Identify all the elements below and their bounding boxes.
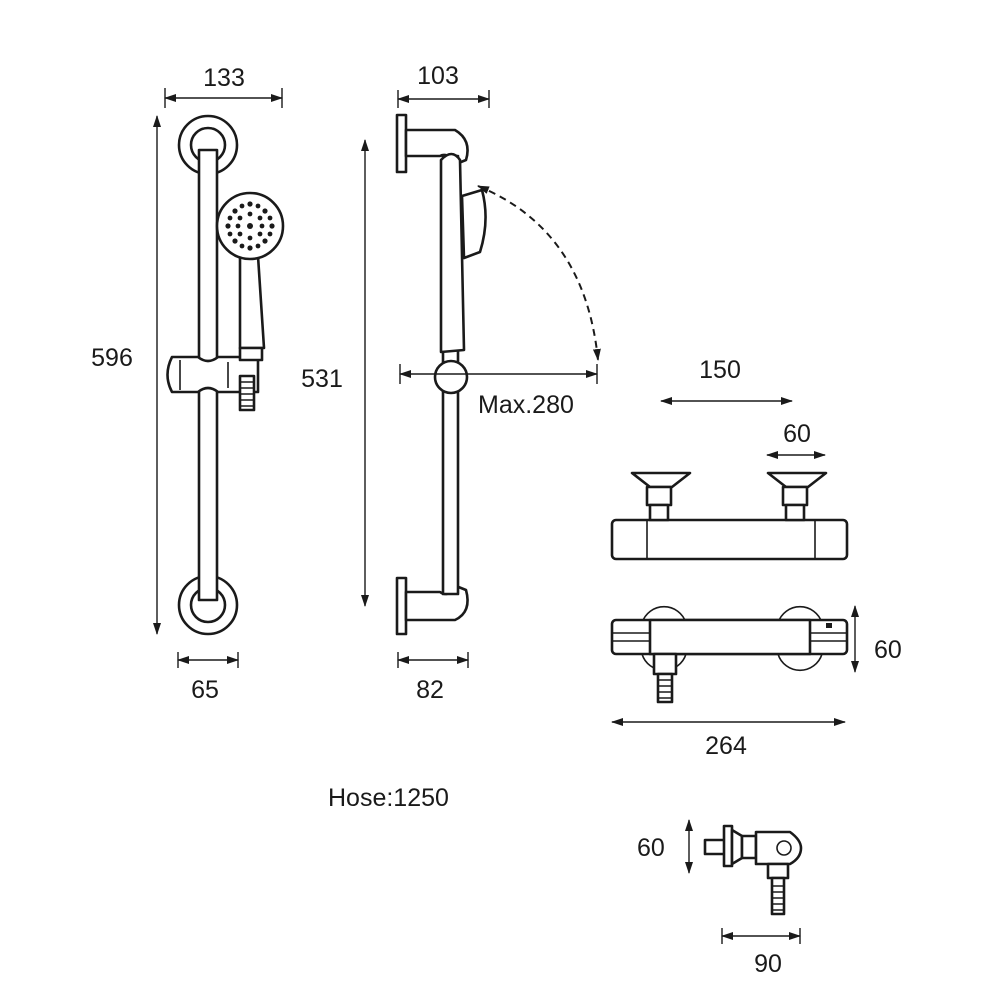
side-base-depth-label: 82 [416,676,444,704]
dim-bracket-width: 65 [177,652,239,704]
side-shower-head [460,188,487,260]
right-wall-disc [777,605,823,624]
handset-handle [238,254,266,350]
swivel-arc [477,185,601,361]
valve-top-view [610,471,849,561]
rail-height-label: 596 [91,344,133,372]
hose-length-label: Hose:1250 [328,784,449,812]
dim-rail-width: 133 [164,64,283,108]
hose-connector [238,374,256,412]
dim-end-view-height: 60 [637,819,693,874]
valve-body-top [610,518,849,561]
side-slider-knob[interactable] [433,359,469,395]
right-inlet-flange [766,471,828,489]
shower-head-nozzles [225,201,275,251]
valve-outlet [652,652,678,676]
side-handset [439,152,466,354]
dim-rail-height: 596 [91,115,161,635]
valve-front-view [610,605,849,704]
valve-centres-label: 150 [699,356,741,384]
side-height-label: 531 [301,365,343,393]
end-view-depth-label: 90 [754,950,782,978]
left-wall-disc [641,605,687,624]
side-depth-label: 103 [417,62,459,90]
valve-indicator-mark [826,623,832,628]
valve-inlet-width-label: 60 [783,420,811,448]
valve-end-view [703,824,803,916]
rail-width-label: 133 [203,64,245,92]
side-bottom-wall-plate [395,576,408,636]
valve-width-label: 264 [705,732,747,760]
end-view-height-label: 60 [637,834,665,862]
valve-centre-section [648,618,812,656]
arm-reach-label: Max.280 [478,391,574,419]
end-valve-body [754,830,803,866]
dim-side-base-depth: 82 [397,652,469,704]
dim-valve-inlet-width: 60 [766,420,826,459]
dim-arm-reach: Max.280 [399,364,598,419]
end-inlet-stub [703,838,727,856]
valve-height-label: 60 [874,636,902,664]
dim-valve-centres: 150 [660,356,793,405]
front-view-slide-rail [166,114,285,636]
dim-valve-height: 60 [851,605,902,673]
dim-side-depth: 103 [397,62,490,108]
dim-side-height: 531 [301,139,369,607]
slider-holder[interactable] [166,355,260,394]
end-outlet [770,876,786,916]
left-inlet-flange [630,471,692,489]
dim-end-view-depth: 90 [721,928,801,978]
end-control-knob [776,840,792,856]
dim-valve-width: 264 [611,718,846,760]
bracket-width-label: 65 [191,676,219,704]
side-top-wall-plate [395,113,408,174]
